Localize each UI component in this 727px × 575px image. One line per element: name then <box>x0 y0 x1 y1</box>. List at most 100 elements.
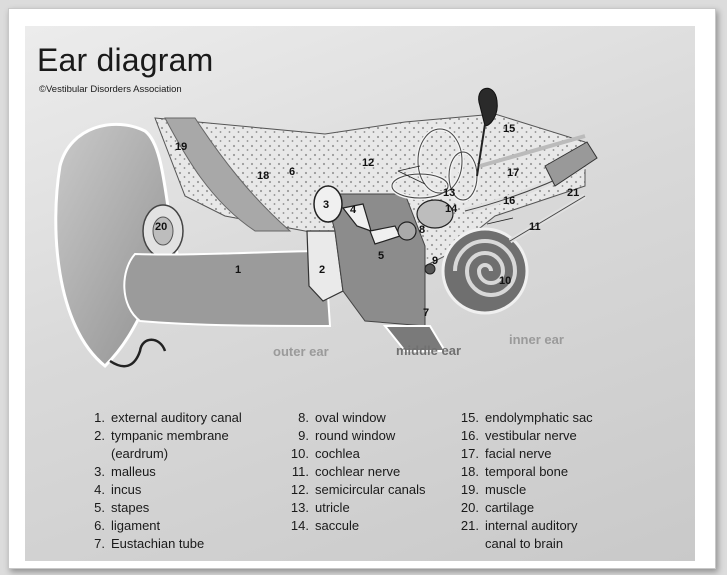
legend-text: endolymphatic sac <box>485 409 593 427</box>
marker-7: 7 <box>423 307 429 319</box>
auditory-canal-shape <box>124 251 330 326</box>
legend-text: incus <box>111 481 141 499</box>
marker-16: 16 <box>503 195 515 207</box>
marker-21: 21 <box>567 187 579 199</box>
marker-5: 5 <box>378 250 384 262</box>
legend-text: ligament <box>111 517 160 535</box>
legend-text: utricle <box>315 499 350 517</box>
legend-text: facial nerve <box>485 445 551 463</box>
legend-number: 11. <box>287 463 309 481</box>
legend-item: 5. stapes <box>83 499 242 517</box>
legend-text: (eardrum) <box>111 445 168 463</box>
legend-number: 5. <box>83 499 105 517</box>
legend-number: 6. <box>83 517 105 535</box>
legend-item: 13. utricle <box>287 499 426 517</box>
legend-item: 6. ligament <box>83 517 242 535</box>
oval-window-shape <box>398 222 416 240</box>
legend-number: 9. <box>287 427 309 445</box>
marker-19: 19 <box>175 141 187 153</box>
marker-3: 3 <box>323 199 329 211</box>
legend-text: muscle <box>485 481 526 499</box>
legend-number: 8. <box>287 409 309 427</box>
legend-item: 20. cartilage <box>457 499 593 517</box>
diagram-panel: Ear diagram ©Vestibular Disorders Associ… <box>25 26 695 561</box>
legend-number: 10. <box>287 445 309 463</box>
legend-item: 21. internal auditory <box>457 517 593 535</box>
marker-8: 8 <box>419 224 425 236</box>
legend-text: cochlea <box>315 445 360 463</box>
legend-number <box>83 445 105 463</box>
legend-item: 10. cochlea <box>287 445 426 463</box>
legend-item: 17. facial nerve <box>457 445 593 463</box>
legend-item: canal to brain <box>457 535 593 553</box>
marker-14: 14 <box>445 203 458 215</box>
marker-6: 6 <box>289 166 295 178</box>
legend-text: stapes <box>111 499 149 517</box>
legend-item: 8. oval window <box>287 409 426 427</box>
marker-13: 13 <box>443 187 455 199</box>
marker-9: 9 <box>432 255 438 267</box>
legend-text: malleus <box>111 463 156 481</box>
legend-number: 1. <box>83 409 105 427</box>
legend-text: Eustachian tube <box>111 535 204 553</box>
legend-number: 20. <box>457 499 479 517</box>
legend-item: 4. incus <box>83 481 242 499</box>
marker-2: 2 <box>319 264 325 276</box>
legend-text: semicircular canals <box>315 481 426 499</box>
legend-number: 21. <box>457 517 479 535</box>
legend-number: 14. <box>287 517 309 535</box>
legend-number: 16. <box>457 427 479 445</box>
legend-item: 18. temporal bone <box>457 463 593 481</box>
marker-18: 18 <box>257 170 269 182</box>
legend-number: 17. <box>457 445 479 463</box>
legend-text: cartilage <box>485 499 534 517</box>
legend-item: 7. Eustachian tube <box>83 535 242 553</box>
marker-12: 12 <box>362 157 374 169</box>
legend-number: 15. <box>457 409 479 427</box>
legend-text: vestibular nerve <box>485 427 577 445</box>
legend-item: 2. tympanic membrane <box>83 427 242 445</box>
legend-number: 2. <box>83 427 105 445</box>
ear-illustration: 1 2 3 4 5 6 7 8 9 10 11 12 13 14 15 16 1… <box>25 26 695 396</box>
legend-number <box>457 535 479 553</box>
legend-text: canal to brain <box>485 535 563 553</box>
legend-number: 13. <box>287 499 309 517</box>
region-outer-ear: outer ear <box>273 344 329 359</box>
legend-item: (eardrum) <box>83 445 242 463</box>
legend-text: cochlear nerve <box>315 463 400 481</box>
legend-text: tympanic membrane <box>111 427 229 445</box>
marker-15: 15 <box>503 123 515 135</box>
legend-item: 14. saccule <box>287 517 426 535</box>
legend-number: 18. <box>457 463 479 481</box>
legend-text: round window <box>315 427 395 445</box>
legend-number: 12. <box>287 481 309 499</box>
legend-item: 9. round window <box>287 427 426 445</box>
legend-text: oval window <box>315 409 386 427</box>
legend-item: 12. semicircular canals <box>287 481 426 499</box>
legend-number: 19. <box>457 481 479 499</box>
marker-11: 11 <box>529 221 541 233</box>
marker-10: 10 <box>499 275 511 287</box>
marker-4: 4 <box>350 204 357 216</box>
legend-item: 11. cochlear nerve <box>287 463 426 481</box>
marker-1: 1 <box>235 264 241 276</box>
legend-text: temporal bone <box>485 463 568 481</box>
region-inner-ear: inner ear <box>509 332 564 347</box>
legend-number: 7. <box>83 535 105 553</box>
legend-item: 3. malleus <box>83 463 242 481</box>
legend-text: internal auditory <box>485 517 578 535</box>
legend-item: 15. endolymphatic sac <box>457 409 593 427</box>
legend-item: 16. vestibular nerve <box>457 427 593 445</box>
legend-item: 19. muscle <box>457 481 593 499</box>
marker-17: 17 <box>507 167 519 179</box>
legend-number: 4. <box>83 481 105 499</box>
legend-item: 1.external auditory canal <box>83 409 242 427</box>
cochlea-shape <box>443 229 527 313</box>
region-middle-ear: middle ear <box>396 343 461 358</box>
legend-number: 3. <box>83 463 105 481</box>
legend-text: saccule <box>315 517 359 535</box>
marker-20: 20 <box>155 221 167 233</box>
